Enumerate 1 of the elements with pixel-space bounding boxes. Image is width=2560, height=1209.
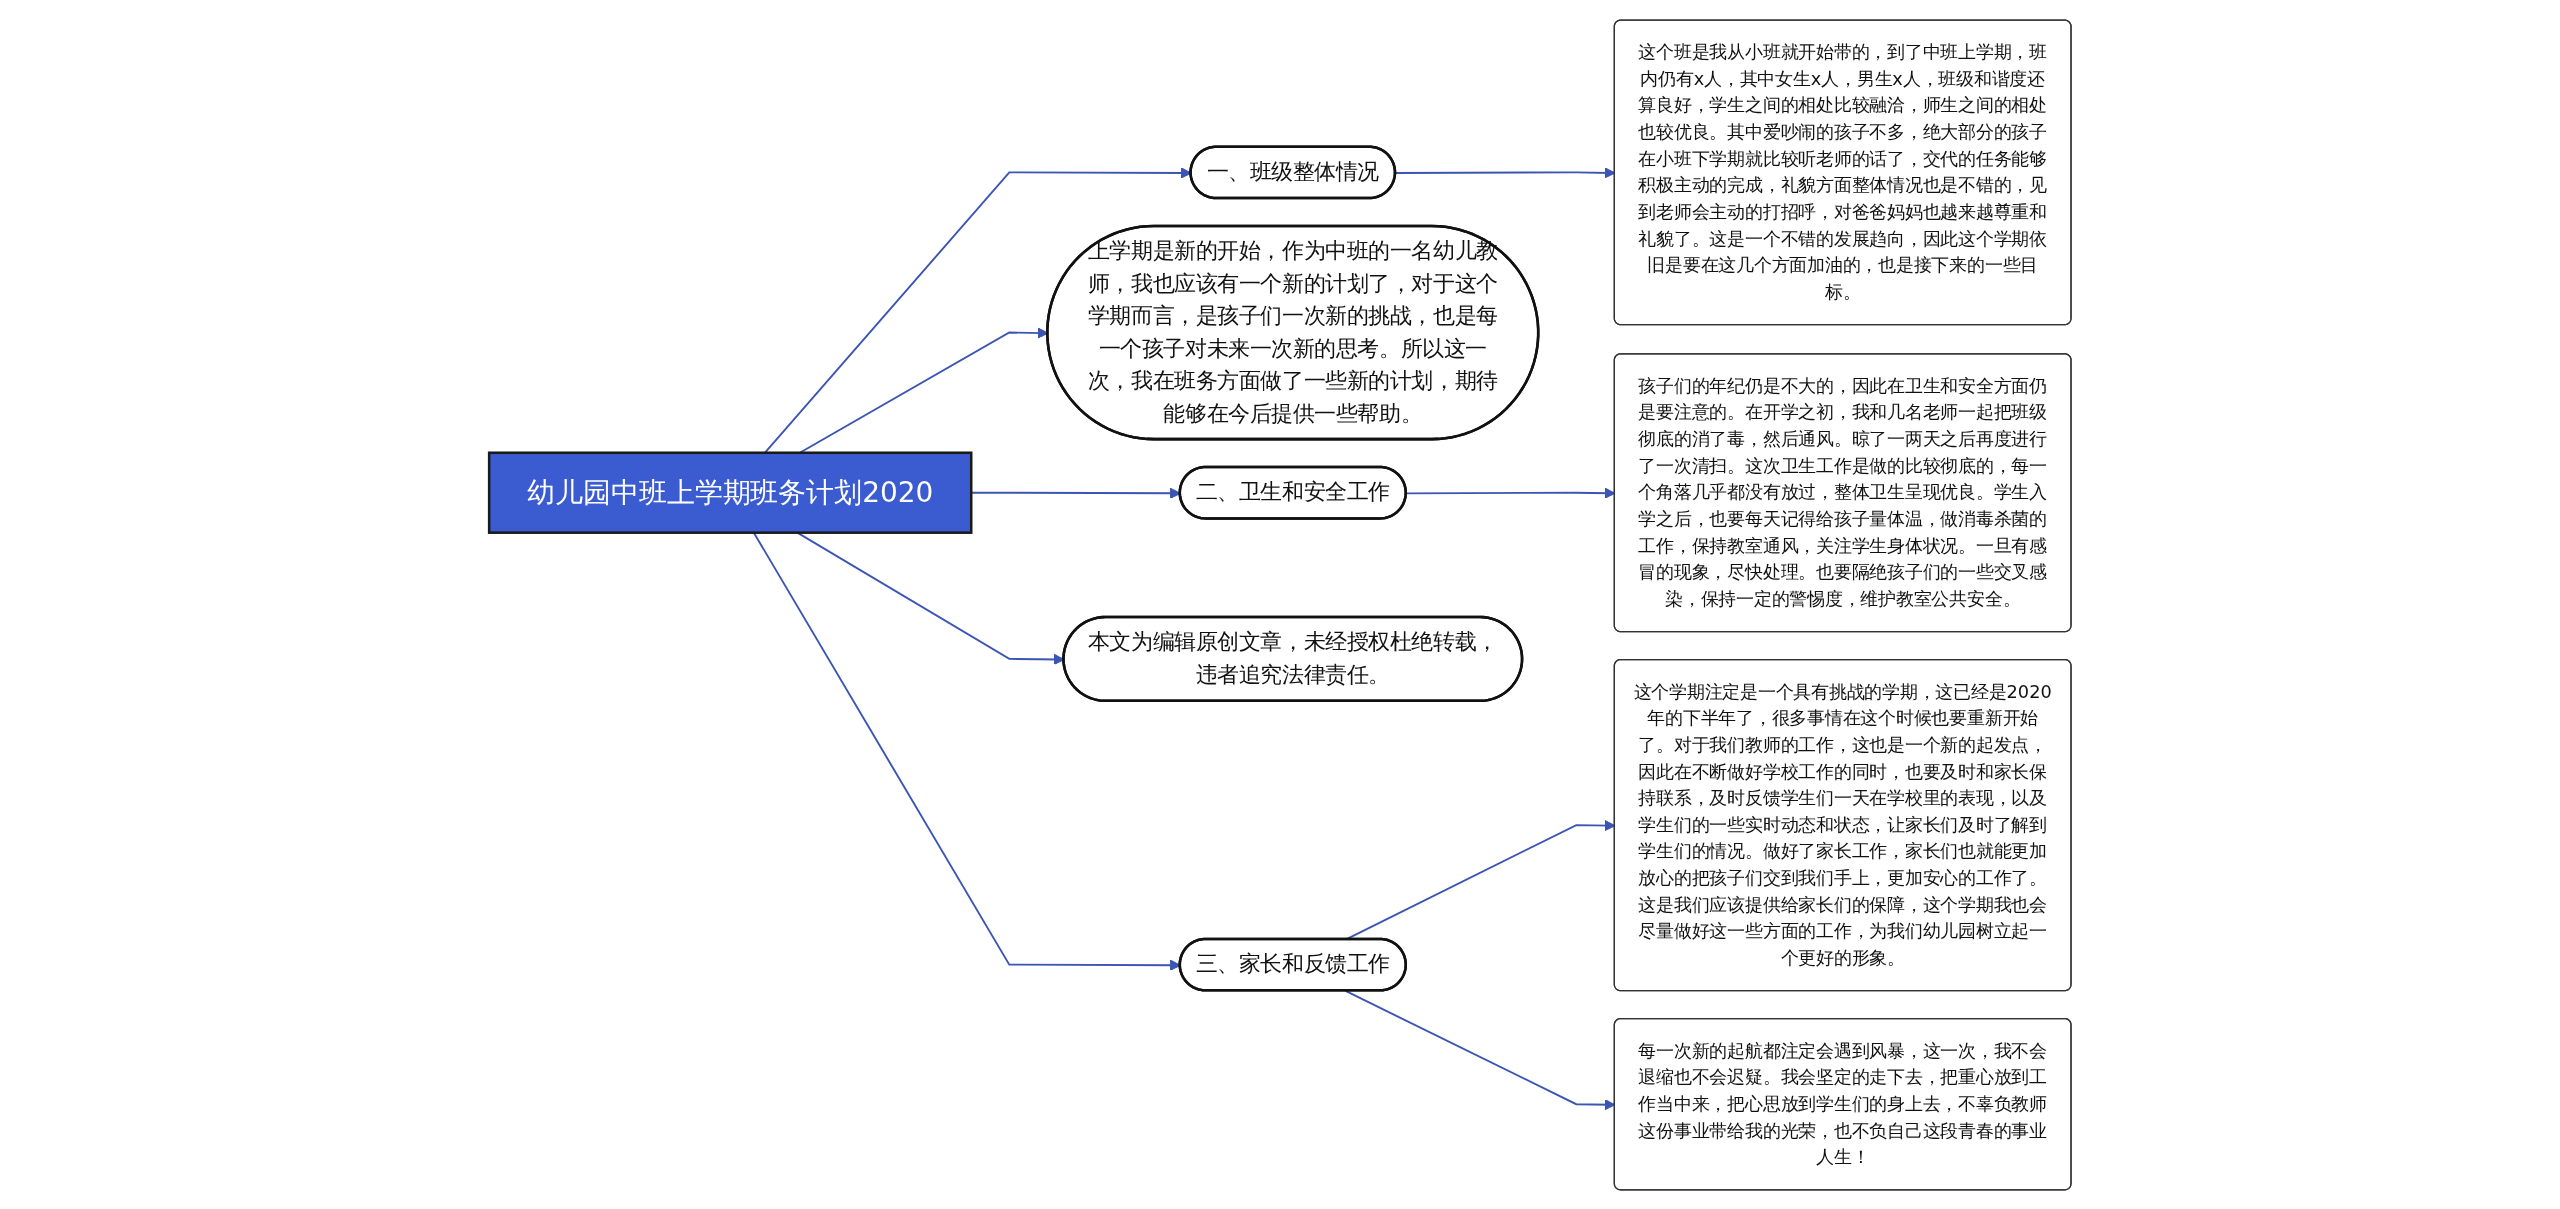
node-box: 幼儿园中班上学期班务计划2020: [487, 451, 973, 534]
